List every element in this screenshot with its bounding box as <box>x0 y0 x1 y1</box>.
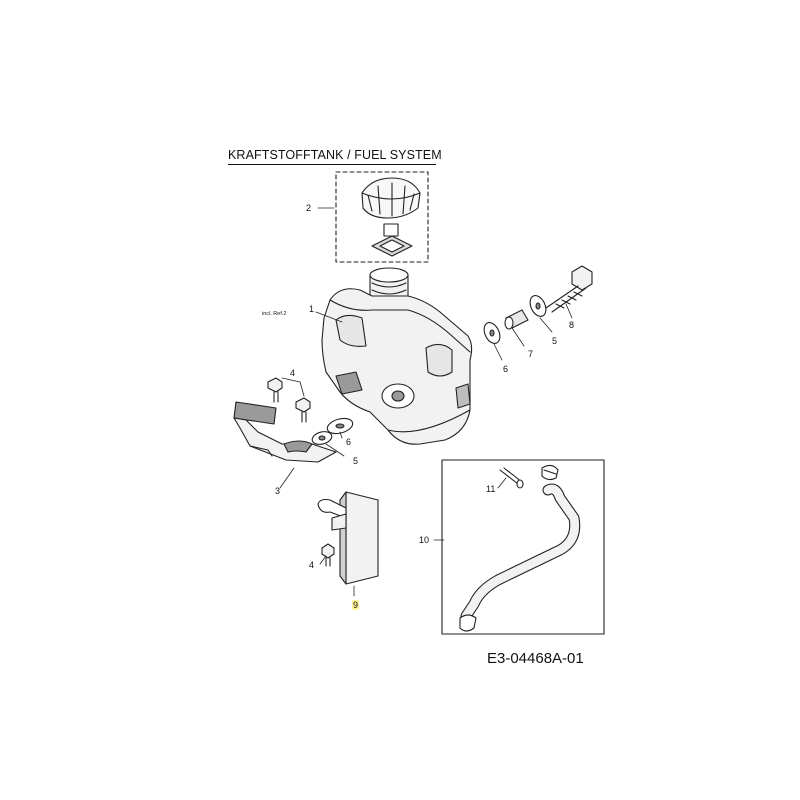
part-label-11: 11 <box>486 484 496 494</box>
part-label-5-right: 5 <box>552 336 558 346</box>
part-label-6-right: 6 <box>503 364 509 374</box>
left-washers <box>311 417 354 445</box>
part-label-5-left: 5 <box>353 456 359 466</box>
fuel-line-assembly <box>441 459 605 635</box>
screws-top <box>267 377 311 423</box>
part-label-6-left: 6 <box>346 437 352 447</box>
part-label-3: 3 <box>275 486 281 496</box>
mounting-bracket <box>233 401 337 463</box>
title-underline <box>228 164 436 165</box>
part-label-7: 7 <box>528 349 534 359</box>
fuel-tank <box>321 267 473 445</box>
right-fastener-stack <box>483 265 593 344</box>
diagram-title: KRAFTSTOFFTANK / FUEL SYSTEM <box>228 148 442 162</box>
heat-shield <box>317 491 379 585</box>
part-label-2: 2 <box>306 203 312 213</box>
fuel-cap-assembly <box>335 171 429 263</box>
part-label-4-top: 4 <box>290 368 296 378</box>
part-label-8: 8 <box>569 320 575 330</box>
part-label-4-bottom: 4 <box>309 560 315 570</box>
part-label-10: 10 <box>419 535 430 545</box>
part-note-1: incl. Ref.2 <box>262 311 287 317</box>
document-id: E3-04468A-01 <box>487 650 584 667</box>
part-label-1: 1 <box>309 304 315 314</box>
part-label-9: 9 <box>352 600 360 610</box>
leader-lines <box>279 207 573 597</box>
